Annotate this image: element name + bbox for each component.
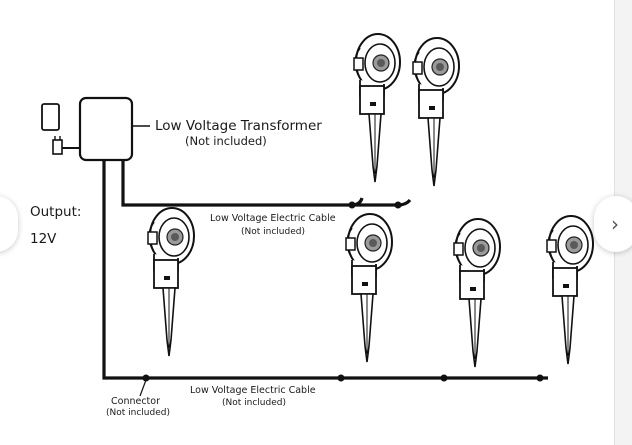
output-label: Output: xyxy=(30,204,81,220)
upper-cable-note: (Not included) xyxy=(241,227,305,237)
spotlight-lower-1 xyxy=(147,207,195,357)
spotlight-lower-2 xyxy=(345,213,393,363)
chevron-right-icon: › xyxy=(611,212,619,236)
connector-note: (Not included) xyxy=(106,408,170,418)
previous-image-button[interactable]: ‹ xyxy=(0,196,18,252)
spotlight-lower-3 xyxy=(453,218,501,368)
connector-label: Connector xyxy=(111,396,160,407)
transformer-note: (Not included) xyxy=(185,134,267,148)
transformer-box xyxy=(78,96,134,162)
transformer-label: Low Voltage Transformer xyxy=(155,118,322,134)
lower-cable-label: Low Voltage Electric Cable xyxy=(190,385,316,396)
upper-cable-label: Low Voltage Electric Cable xyxy=(210,213,336,224)
wall-outlet xyxy=(41,103,80,155)
lower-cable-note: (Not included) xyxy=(222,398,286,408)
output-value: 12V xyxy=(30,231,57,247)
connector-leader xyxy=(139,379,147,397)
cable-joints xyxy=(142,201,544,382)
spotlight-lower-4 xyxy=(546,215,594,365)
spotlight-upper-1 xyxy=(353,33,401,183)
next-image-button[interactable]: › xyxy=(594,196,632,252)
spotlight-upper-2 xyxy=(412,37,460,187)
